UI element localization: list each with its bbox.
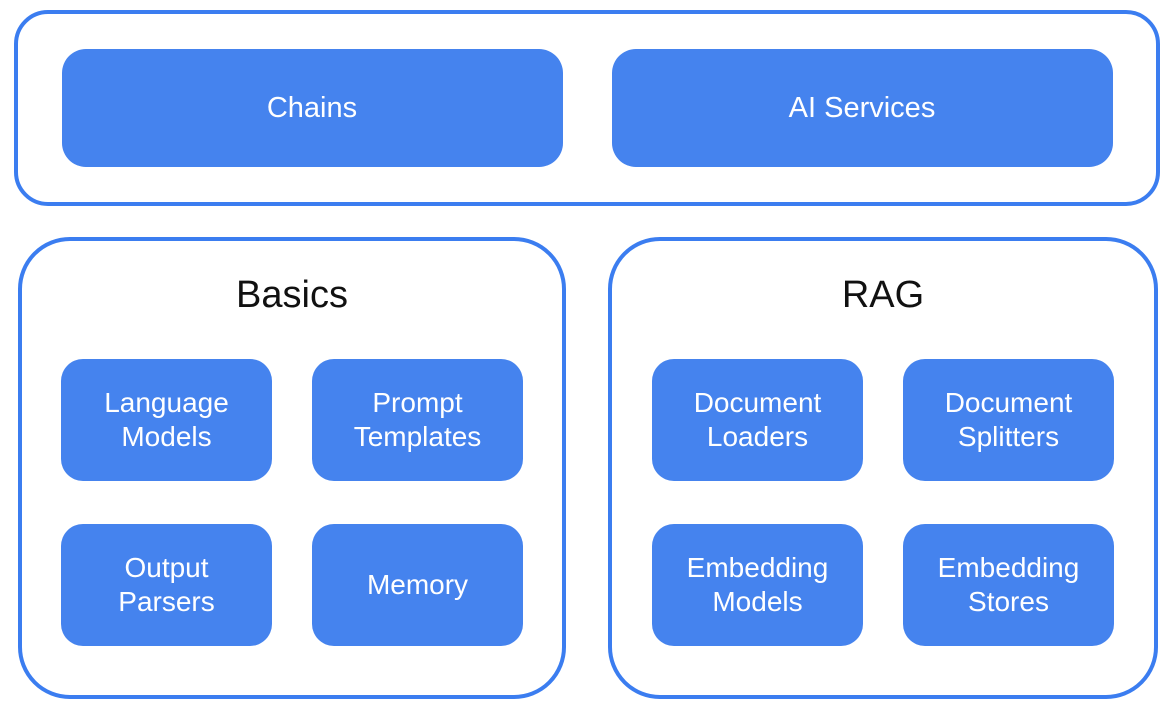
node-embedding-models: Embedding Models (652, 524, 863, 646)
node-language-models: Language Models (61, 359, 272, 481)
node-ai-services-label: AI Services (788, 91, 936, 124)
node-embedding-stores: Embedding Stores (903, 524, 1114, 646)
rag-container: RAG Document Loaders Document Splitters … (608, 237, 1158, 699)
node-document-loaders-label: Document Loaders (693, 386, 822, 452)
node-prompt-templates: Prompt Templates (312, 359, 523, 481)
node-memory: Memory (312, 524, 523, 646)
node-prompt-templates-label: Prompt Templates (353, 386, 482, 452)
node-memory-label: Memory (366, 568, 469, 600)
basics-title: Basics (236, 274, 348, 316)
top-container: Chains AI Services (14, 10, 1160, 206)
node-language-models-label: Language Models (104, 386, 229, 452)
basics-container: Basics Language Models Prompt Templates … (18, 237, 566, 699)
node-ai-services: AI Services (611, 49, 1113, 167)
node-document-splitters: Document Splitters (903, 359, 1114, 481)
node-output-parsers: Output Parsers (61, 524, 272, 646)
rag-grid: Document Loaders Document Splitters Embe… (652, 359, 1114, 646)
node-embedding-models-label: Embedding Models (686, 551, 829, 617)
node-document-loaders: Document Loaders (652, 359, 863, 481)
node-document-splitters-label: Document Splitters (944, 386, 1073, 452)
node-chains-label: Chains (266, 91, 358, 124)
node-output-parsers-label: Output Parsers (118, 551, 215, 617)
rag-title: RAG (841, 274, 925, 316)
node-chains: Chains (61, 49, 563, 167)
basics-grid: Language Models Prompt Templates Output … (61, 359, 523, 646)
node-embedding-stores-label: Embedding Stores (937, 551, 1080, 617)
